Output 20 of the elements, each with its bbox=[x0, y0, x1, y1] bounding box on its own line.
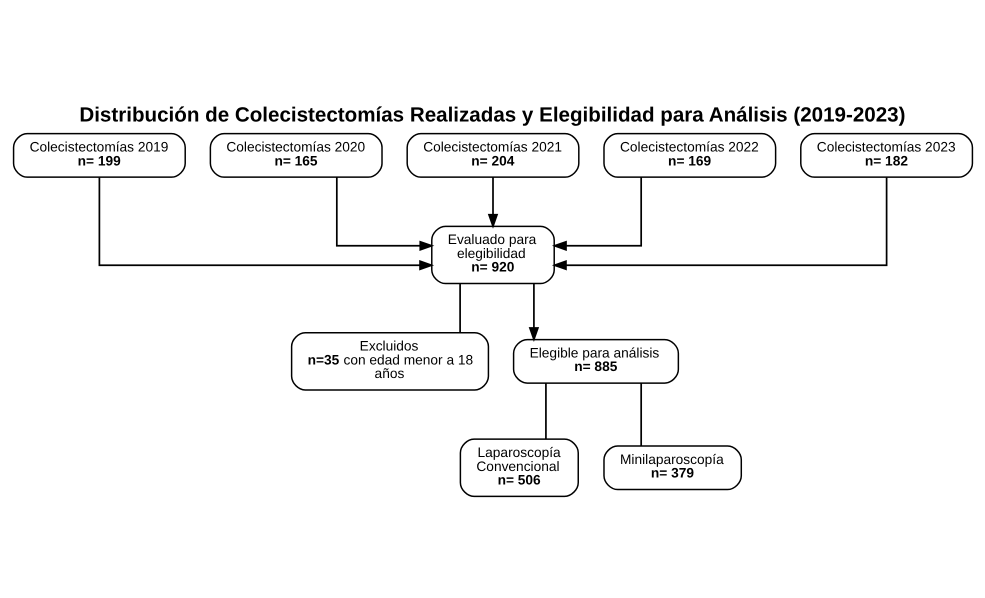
arrow bbox=[487, 178, 498, 229]
node-box: Laparoscopía Convencional n= 506 bbox=[459, 438, 578, 498]
node-box: Colecistectomías 2023 n= 182 bbox=[800, 132, 973, 178]
arrow bbox=[335, 177, 434, 251]
node-box: Excluidos n=35 con edad menor a 18 años bbox=[290, 332, 489, 391]
arrow bbox=[551, 177, 642, 251]
node-box: Colecistectomías 2020 n= 165 bbox=[209, 132, 382, 178]
arrow bbox=[528, 284, 539, 342]
node-box: Colecistectomías 2022 n= 169 bbox=[602, 132, 776, 178]
node-box: Minilaparoscopía n= 379 bbox=[602, 445, 742, 490]
diagram-title: Distribución de Colecistectomías Realizadas y Elegibilidad para Análisis (2019-2023) bbox=[78, 104, 905, 127]
connector bbox=[640, 383, 642, 446]
node-box: Evaluado para elegibilidad n= 920 bbox=[430, 226, 554, 284]
node-box: Elegible para análisis n= 885 bbox=[512, 338, 679, 384]
connector bbox=[458, 284, 460, 333]
node-box: Colecistectomías 2019 n= 199 bbox=[12, 132, 186, 178]
arrow bbox=[98, 178, 434, 270]
connector bbox=[544, 383, 546, 439]
node-box: Colecistectomías 2021 n= 204 bbox=[406, 132, 580, 178]
arrow bbox=[551, 178, 887, 270]
